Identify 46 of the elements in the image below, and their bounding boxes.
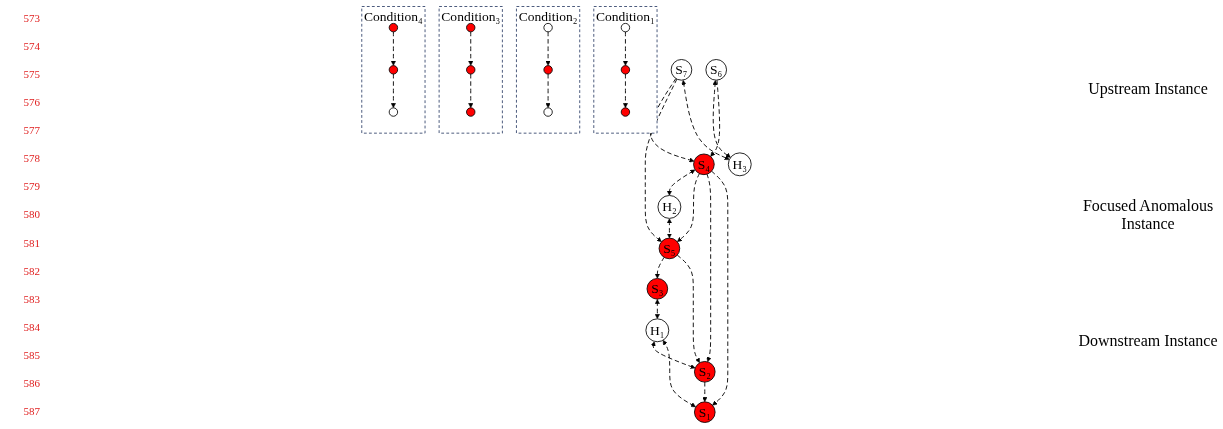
node-circle — [620, 107, 631, 117]
line-number: 585 — [22, 348, 40, 361]
line-number: 586 — [22, 376, 40, 389]
node-circle: S₁ — [694, 401, 716, 423]
node-circle — [388, 65, 399, 75]
node-circle: S₄ — [693, 153, 715, 176]
node-circle: S₇ — [670, 59, 693, 81]
node-circle — [388, 107, 399, 117]
line-number: 577 — [22, 124, 40, 137]
node-circle: S₂ — [694, 361, 716, 383]
node-circle: S₅ — [658, 237, 681, 260]
cluster: Condition₄ — [361, 6, 426, 134]
line-number: 582 — [22, 264, 40, 277]
line-number: 581 — [22, 236, 40, 249]
node-circle — [543, 107, 553, 117]
node-circle — [466, 22, 476, 33]
node-circle: H₁ — [645, 318, 670, 343]
node-circle — [388, 22, 399, 33]
cluster: Condition₂ — [516, 6, 581, 134]
line-number: 584 — [22, 320, 40, 333]
line-number: 578 — [22, 152, 40, 165]
line-number: 580 — [22, 208, 40, 221]
node-circle — [543, 65, 553, 75]
node-circle: H₃ — [727, 152, 752, 177]
node-circle: H₂ — [657, 195, 682, 219]
arrow — [654, 299, 660, 320]
node-circle — [466, 107, 476, 117]
arrow — [666, 218, 672, 239]
line-number: 583 — [22, 292, 40, 305]
line-number: 579 — [22, 180, 40, 193]
node-circle — [466, 65, 476, 75]
cluster: Condition₁ — [593, 6, 658, 134]
line-number: 573 — [22, 12, 40, 25]
line-number: 587 — [22, 404, 40, 417]
row-label: Upstream Instance — [1088, 79, 1208, 98]
row-label: Downstream Instance — [1078, 331, 1218, 350]
line-number: 574 — [22, 40, 40, 53]
node-circle — [620, 65, 631, 75]
node-circle — [543, 22, 553, 33]
row-label: Focused Anomalous Instance — [1081, 196, 1215, 233]
line-number: 575 — [22, 68, 40, 81]
node-circle: S₆ — [705, 59, 727, 81]
node-circle — [620, 22, 631, 33]
node-circle: S₃ — [646, 278, 669, 300]
cluster: Condition₃ — [438, 6, 503, 134]
line-number: 576 — [22, 96, 40, 109]
